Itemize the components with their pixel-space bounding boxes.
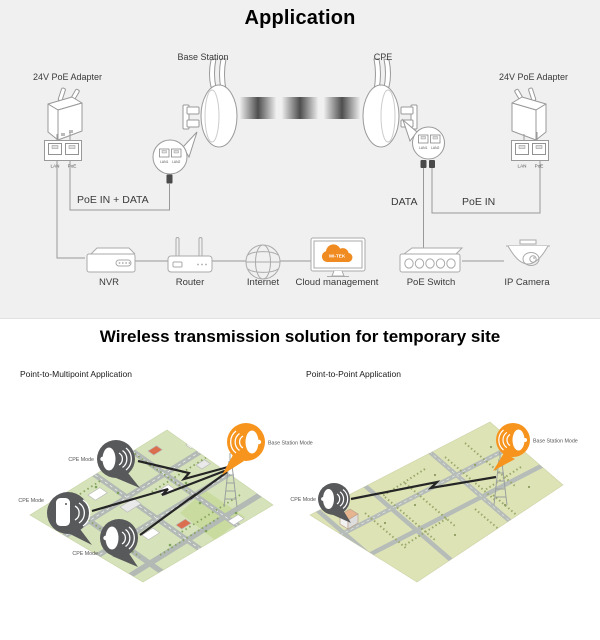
cloud-icon — [321, 244, 353, 263]
left-map-caption: Point-to-Multipoint Application — [20, 369, 132, 379]
wifi-waves-icon — [230, 430, 244, 454]
wireless-link-bolts — [91, 459, 229, 536]
poe-adapter-right-icon — [511, 87, 547, 141]
data-label: DATA — [391, 196, 418, 208]
application-title: Application — [244, 7, 356, 29]
port-label-poe: PoE — [535, 164, 544, 169]
cpe-ports-callout: LAN1 LAN2 — [401, 118, 445, 168]
wifi-waves-icon — [121, 526, 135, 550]
port-label-lan2: LAN2 — [172, 160, 180, 164]
base-station-mode-label: Base Station Mode — [268, 441, 313, 447]
adapter-left-label: 24V PoE Adapter — [32, 72, 103, 82]
ip-camera-icon — [506, 239, 550, 266]
wireless-link-bolt — [350, 475, 497, 501]
poe-switch-icon — [399, 247, 464, 273]
poe-adapter-left-ports: LAN PoE — [44, 140, 82, 169]
base-station-label: Base Station — [177, 52, 229, 62]
wifi-waves-icon — [336, 489, 349, 509]
cpe-mode-label: CPE Mode — [290, 497, 316, 503]
nvr-icon — [86, 247, 136, 273]
cpe-label: CPE — [373, 52, 393, 62]
port-label-lan: LAN — [518, 164, 527, 169]
right-map-caption: Point-to-Point Application — [306, 369, 401, 379]
port-label-lan: LAN — [51, 164, 60, 169]
point-to-multipoint-map: Base Station Mode CPE Mode — [18, 423, 313, 583]
nvr-label: NVR — [98, 277, 120, 288]
port-label-lan1: LAN1 — [160, 160, 168, 164]
dish-icon — [512, 429, 525, 451]
cloud-logo-text: WI-TEK — [329, 254, 346, 259]
dish-icon — [245, 430, 259, 454]
router-icon — [167, 237, 213, 273]
cpe-dish-icon — [362, 58, 418, 148]
solution-title: Wireless transmission solution for tempo… — [99, 327, 501, 346]
port-label-lan1: LAN1 — [419, 146, 427, 150]
adapter-right-label: 24V PoE Adapter — [498, 72, 569, 82]
cpe-mode-label: CPE Mode — [72, 551, 98, 557]
cloud-management-icon: WI-TEK — [310, 237, 366, 277]
poe-switch-label: PoE Switch — [406, 277, 456, 288]
cabling — [56, 160, 541, 262]
base-station-mode-callout — [222, 423, 265, 475]
poe-adapter-left-icon — [47, 87, 83, 141]
port-label-lan2: LAN2 — [431, 146, 439, 150]
internet-label: Internet — [246, 277, 280, 288]
router-label: Router — [175, 277, 205, 288]
base-station-mode-callout — [493, 423, 530, 471]
cpe-mode-callout — [318, 483, 351, 523]
cpe-mode-label: CPE Mode — [18, 498, 44, 504]
dish-icon — [102, 447, 116, 471]
point-to-point-map: Base Station Mode CPE Mode — [290, 421, 578, 583]
ip-camera-label: IP Camera — [504, 277, 550, 288]
cpe-panel-icon — [56, 498, 70, 526]
poe-in-data-label: PoE IN + DATA — [77, 194, 149, 206]
cpe-mode-label: CPE Mode — [68, 457, 94, 463]
application-diagram: LAN PoE LAN PoE — [44, 58, 550, 280]
dish-icon — [105, 526, 119, 550]
poe-in-label: PoE IN — [462, 196, 496, 208]
cloud-management-label: Cloud management — [295, 277, 379, 288]
application-section: Application — [0, 0, 600, 319]
wifi-waves-icon — [74, 499, 91, 527]
base-station-dish-icon — [182, 58, 238, 148]
base-station-ports-callout: LAN1 LAN2 — [152, 131, 198, 184]
wireless-beam — [240, 97, 360, 119]
internet-icon — [245, 244, 281, 280]
base-station-mode-label: Base Station Mode — [533, 439, 578, 445]
port-label-poe: PoE — [68, 164, 77, 169]
cpe-mode-callout-1 — [97, 440, 140, 488]
cpe-mode-callout-2 — [47, 492, 92, 545]
cpe-mode-callout-3 — [100, 519, 138, 567]
wifi-waves-icon — [118, 447, 132, 471]
dish-icon — [323, 489, 334, 509]
poe-adapter-right-ports: LAN PoE — [511, 140, 549, 169]
solution-section: Wireless transmission solution for tempo… — [0, 319, 600, 640]
wifi-waves-icon — [498, 429, 511, 451]
